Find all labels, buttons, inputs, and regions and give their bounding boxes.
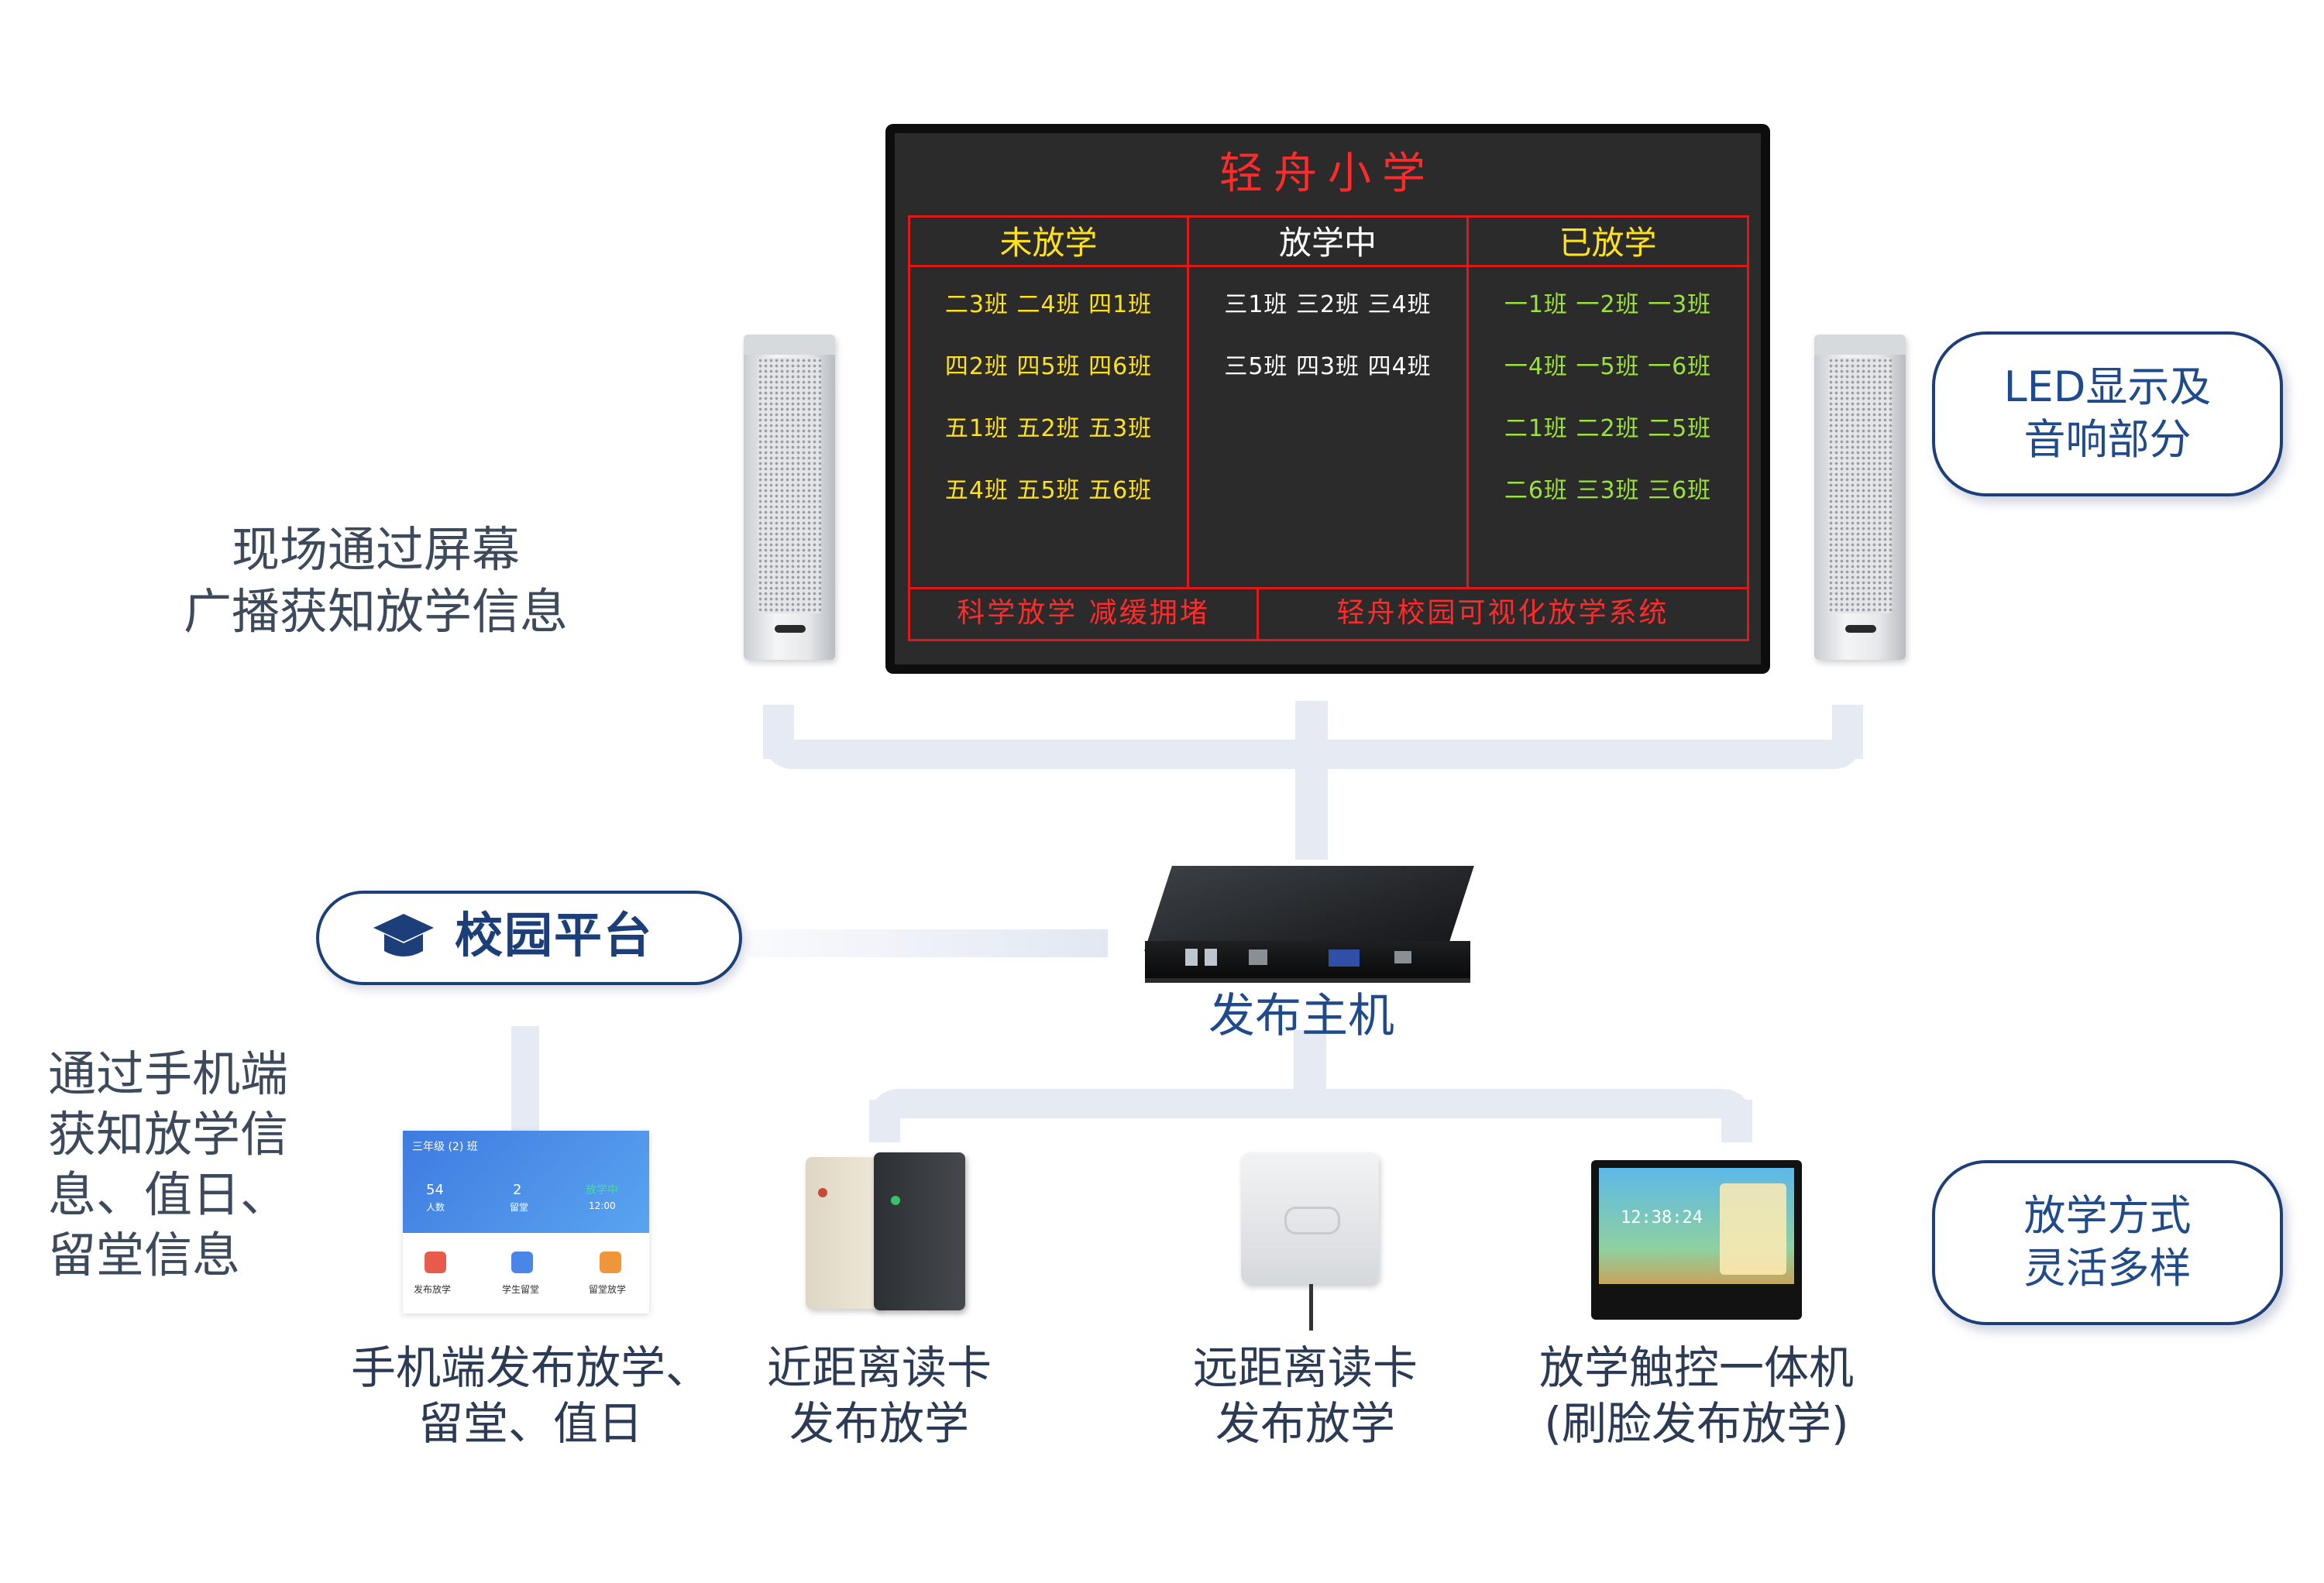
column-header-dismissing: 放学中 <box>1278 224 1377 262</box>
led-divider <box>1466 215 1469 587</box>
campus-platform-pill[interactable]: 校园平台 <box>316 891 742 985</box>
phone-btn1-label: 发布放学 <box>414 1284 452 1295</box>
connector-top-right-riser <box>1832 705 1863 759</box>
graduation-cap-icon <box>373 914 434 956</box>
led-divider <box>1257 587 1259 641</box>
led-audio-pill: LED显示及 音响部分 <box>1932 331 2283 496</box>
dismiss-icon <box>425 1252 446 1273</box>
led-audio-pill-label: LED显示及 音响部分 <box>2003 362 2212 464</box>
device-label-near-reader: 近距离读卡 发布放学 <box>766 1341 992 1450</box>
reader-cable <box>1309 1284 1313 1331</box>
phone-stat1-value: 54 <box>426 1182 444 1198</box>
phone-class-name: 三年级 (2) 班 <box>412 1141 478 1153</box>
connector-screen-to-host <box>1295 701 1328 860</box>
connector-bottom-left-drop <box>869 1100 900 1142</box>
host-label: 发布主机 <box>1208 989 1394 1043</box>
led-title: 轻舟小学 <box>1219 149 1436 199</box>
connector-top-left-riser <box>763 705 794 759</box>
connector-bottom-right-drop <box>1721 1100 1752 1142</box>
near-card-reader-black <box>874 1152 965 1310</box>
led-cell: 二1班 二2班 二5班 <box>1504 415 1712 442</box>
near-card-reader-beige <box>806 1157 883 1309</box>
led-cell: 三1班 三2班 三4班 <box>1224 291 1432 318</box>
phone-btn3-label: 留堂放学 <box>589 1284 627 1295</box>
campus-platform-label: 校园平台 <box>455 907 654 963</box>
phone-stat2-label: 留堂 <box>510 1202 529 1213</box>
device-label-far-reader: 远距离读卡 发布放学 <box>1192 1341 1418 1450</box>
led-cell: 二3班 二4班 四1班 <box>944 291 1153 318</box>
led-cell: 三5班 四3班 四4班 <box>1224 353 1432 380</box>
connector-bottom-horizontal <box>869 1089 1752 1118</box>
speaker-left <box>744 335 835 660</box>
long-range-card-reader <box>1241 1152 1379 1284</box>
led-cell: 一1班 一2班 一3班 <box>1504 291 1712 318</box>
led-cell: 二6班 三3班 三6班 <box>1504 477 1712 504</box>
student-stay-icon <box>511 1252 533 1273</box>
led-footer-system-name: 轻舟校园可视化放学系统 <box>1336 597 1669 629</box>
led-cell: 五1班 五2班 五3班 <box>944 415 1153 442</box>
column-header-not-dismissed: 未放学 <box>999 224 1098 262</box>
phone-app-screenshot: 三年级 (2) 班 54 人数 2 留堂 放学中 12:00 发布放学 学生留堂… <box>403 1131 649 1313</box>
phone-btn2-label: 学生留堂 <box>502 1284 540 1295</box>
led-divider <box>1187 215 1189 587</box>
phone-stat2-value: 2 <box>513 1182 522 1198</box>
device-label-mobile: 手机端发布放学、 留堂、值日 <box>350 1341 710 1450</box>
mobile-info-caption: 通过手机端 获知放学信 息、值日、 留堂信息 <box>48 1046 289 1283</box>
phone-status-time: 12:00 <box>589 1200 616 1211</box>
screen-broadcast-caption: 现场通过屏幕 广播获知放学信息 <box>183 521 568 640</box>
phone-status-value: 放学中 <box>586 1184 618 1197</box>
led-divider <box>908 587 1749 589</box>
stay-dismiss-icon <box>600 1252 621 1273</box>
flexible-methods-pill: 放学方式 灵活多样 <box>1932 1160 2283 1325</box>
device-label-kiosk: 放学触控一体机 (刷脸发布放学) <box>1538 1341 1854 1450</box>
flexible-methods-pill-label: 放学方式 灵活多样 <box>2023 1191 2192 1293</box>
connector-platform-to-host <box>748 929 1108 957</box>
led-cell: 五4班 五5班 五6班 <box>944 477 1153 504</box>
led-table <box>908 215 1749 641</box>
phone-stat1-label: 人数 <box>426 1202 445 1213</box>
speaker-right <box>1814 335 1906 660</box>
led-cell: 四2班 四5班 四6班 <box>944 353 1153 380</box>
led-footer-slogan: 科学放学 减缓拥堵 <box>957 597 1210 629</box>
led-screen <box>895 133 1761 664</box>
led-cell: 一4班 一5班 一6班 <box>1504 353 1712 380</box>
connector-platform-to-phone <box>511 1026 539 1131</box>
led-divider <box>908 265 1749 267</box>
kiosk-clock: 12:38:24 <box>1621 1208 1703 1228</box>
touch-kiosk-device: 12:38:24 <box>1591 1160 1802 1320</box>
column-header-dismissed: 已放学 <box>1559 224 1657 262</box>
